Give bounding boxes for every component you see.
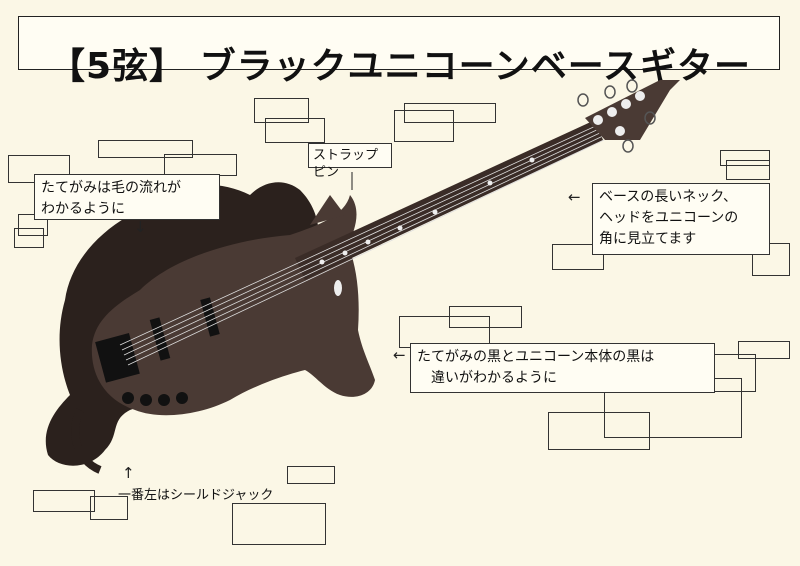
pickup-2 (200, 297, 220, 337)
annotation-box (98, 140, 193, 158)
annotation-box (449, 306, 522, 328)
knob-4 (176, 392, 188, 404)
strap-pin-text: ストラップピン (313, 148, 379, 180)
strap-pin-label: ストラップピン (308, 143, 392, 180)
black-note-line-2: 違いがわかるように (431, 370, 557, 386)
knob-3 (158, 394, 170, 406)
annotation-box (404, 103, 496, 123)
neck-note-line-1: ベースの長いネック、 (599, 189, 738, 205)
annotation-box (548, 412, 650, 450)
jack-label: 一番左はシールドジャック (118, 488, 274, 503)
annotation-box (738, 341, 790, 359)
annotation-box (18, 214, 48, 236)
annotation-box (394, 110, 454, 142)
knob-2 (140, 394, 152, 406)
neck-note-line-3: 角に見立てます (599, 231, 697, 247)
title-box: 【5弦】 ブラックユニコーンベースギター (18, 16, 780, 87)
annotation-box (552, 244, 604, 270)
annotation-box (265, 118, 325, 143)
annotation-box (752, 243, 790, 276)
annotation-box (90, 496, 128, 520)
neck (295, 120, 603, 280)
annotation-box (287, 466, 335, 484)
annotation-box (254, 98, 309, 123)
bridge (95, 333, 140, 383)
annotation-box (720, 150, 770, 166)
guitar-body (91, 195, 375, 416)
mane-note: たてがみは毛の流れが わかるように (34, 174, 220, 220)
neck-note: ベースの長いネック、 ヘッドをユニコーンの 角に見立てます (592, 183, 770, 255)
knob-1 (122, 392, 134, 404)
annotation-box (14, 228, 44, 248)
neck-note-line-2: ヘッドをユニコーンの (599, 210, 739, 226)
black-note-line-1: たてがみの黒とユニコーン本体の黒は (417, 349, 655, 365)
pickup-1 (149, 317, 171, 361)
mane-note-line-2: わかるように (41, 201, 125, 217)
neck-arrow-left: ← (568, 188, 581, 206)
annotation-box (33, 490, 95, 512)
jack-arrow-up: ↑ (122, 464, 135, 482)
mane-note-line-1: たてがみは毛の流れが (41, 180, 181, 196)
annotation-box (164, 154, 237, 176)
headstock (585, 80, 680, 140)
black-arrow-left: ← (393, 346, 406, 364)
annotation-box (726, 160, 770, 180)
mane-arrow-down: ↓ (134, 218, 147, 236)
black-note: たてがみの黒とユニコーン本体の黒は 違いがわかるように (410, 343, 715, 393)
annotation-box (232, 503, 326, 545)
